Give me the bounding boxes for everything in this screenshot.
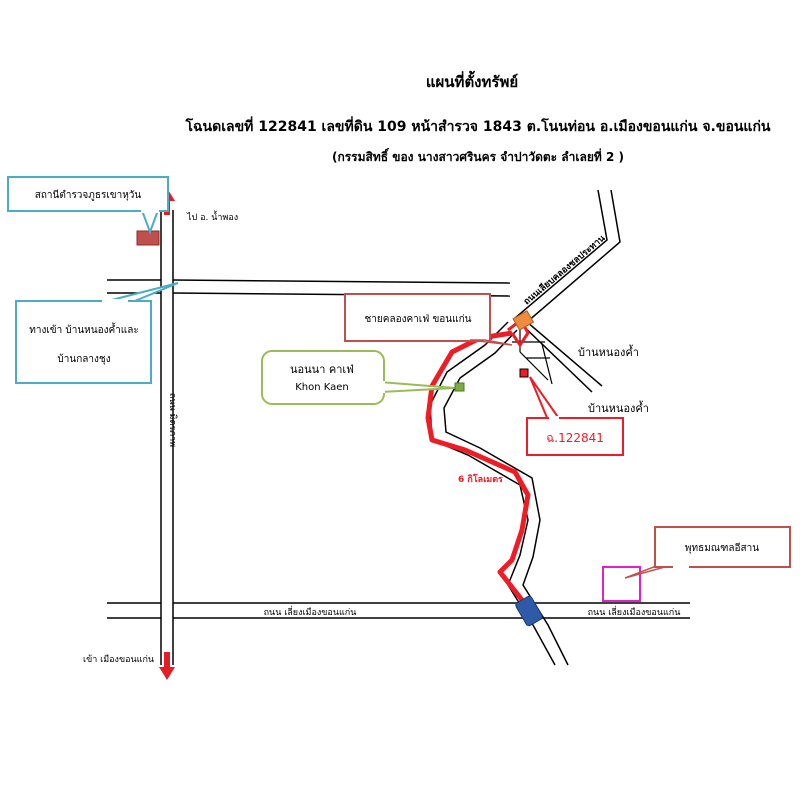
cafe-khon-kaen-label-th: นอนนา คาเฟ่ (290, 363, 354, 376)
deed-subtitle: โฉนดเลขที่ 122841 เลขที่ดิน 109 หน้าสำรว… (184, 116, 770, 135)
owner-note: (กรรมสิทธิ์ ของ นางสาวศรินคร จำปาวัดตะ ล… (332, 148, 624, 164)
route-path (425, 330, 531, 602)
police-station-marker (136, 230, 160, 246)
entrance-label-line1: ทางเข้า บ้านหนองค้ำและ (29, 322, 139, 336)
deed-label: ฉ.122841 (546, 431, 604, 445)
to-nam-phong-label: ไป อ. น้ำพอง (186, 210, 238, 223)
police-station-callout: สถานีตำรวจภูธรเขาหุวัน (7, 176, 169, 235)
vertical-road-label: ถนน มิตรภาพ (167, 393, 178, 447)
diagonal-canal-road (513, 189, 621, 393)
deed-callout: ฉ.122841 (526, 376, 624, 456)
entrance-label-line2: บ้านกลางชุง (57, 353, 110, 365)
buddha-park-callout: พุทธมณฑลอีสาน (624, 526, 791, 579)
entrance-callout: ทางเข้า บ้านหนองค้ำและ บ้านกลางชุง (15, 282, 179, 384)
cafe-top-callout: ชายคลองคาเฟ่ ขอนแก่น (344, 293, 513, 346)
buddha-park-label: พุทธมณฑลอีสาน (685, 542, 759, 554)
lower-road-label-right: ถนน เลี่ยงเมืองขอนแก่น (588, 605, 681, 618)
cafe-khon-kaen-callout: นอนนา คาเฟ่ Khon Kaen (261, 350, 456, 405)
winding-road (429, 321, 569, 666)
cafe-marker (512, 310, 535, 331)
cafe-top-label: ชายคลองคาเฟ่ ขอนแก่น (365, 314, 472, 325)
deed-plot-marker (519, 368, 529, 378)
lower-bypass-road (107, 602, 690, 619)
down-arrow-icon (159, 652, 175, 680)
cafe-khon-kaen-label-en: Khon Kaen (295, 382, 349, 393)
village-label-1: บ้านหนองค้ำ (578, 344, 639, 359)
buddha-park-marker (602, 566, 641, 602)
map-title: แผนที่ตั้งทรัพย์ (426, 70, 518, 91)
junction-marker (515, 595, 543, 627)
lower-road-label-left: ถนน เลี่ยงเมืองขอนแก่น (264, 605, 357, 618)
to-khon-kaen-label: เข้า เมืองขอนแก่น (83, 654, 154, 665)
cafe-khon-kaen-marker (454, 382, 465, 392)
police-station-label: สถานีตำรวจภูธรเขาหุวัน (35, 189, 142, 201)
distance-label: 6 กิโลเมตร (458, 473, 503, 485)
village-label-2: บ้านหนองค้ำ (588, 400, 649, 415)
diagonal-road-label: ถนนเลียบคลองชลประทาน (521, 232, 607, 307)
